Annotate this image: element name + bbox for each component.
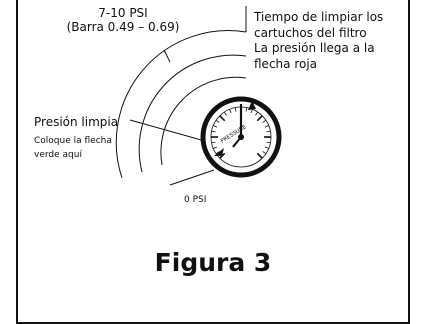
gauge-tick xyxy=(250,109,253,114)
red-arrow xyxy=(248,101,256,110)
gauge-hub xyxy=(238,134,244,140)
gauge-tick xyxy=(262,151,267,155)
gauge-tick xyxy=(264,146,269,149)
gauge-dial: PRESSURE xyxy=(200,96,282,178)
range-label-bar: (Barra 0.49 – 0.69) xyxy=(66,20,180,35)
range-arc-outer xyxy=(115,30,247,179)
range-label: 7-10 PSI (Barra 0.49 – 0.69) xyxy=(48,6,198,35)
figure-frame xyxy=(16,0,410,324)
gauge-tick xyxy=(219,115,226,122)
clean-filter-note-line4: flecha roja xyxy=(254,56,318,71)
clean-pressure-instruction-line2: verde aquí xyxy=(34,150,82,161)
leader-clean-pressure xyxy=(129,119,213,144)
leader-range xyxy=(163,49,171,63)
gauge-tick xyxy=(215,151,220,155)
clean-pressure-instruction-line1: Coloque la flecha xyxy=(34,136,112,146)
gauge-tick xyxy=(266,130,271,133)
gauge-tick xyxy=(223,111,227,116)
clean-filter-note-line1: Tiempo de limpiar los xyxy=(254,10,384,24)
gauge-tick xyxy=(245,107,248,112)
range-arc-middle xyxy=(138,54,247,173)
gauge-tick xyxy=(256,152,263,159)
gauge-tick xyxy=(211,130,216,133)
range-label-psi: 7-10 PSI xyxy=(98,6,148,20)
clean-filter-note-line2: cartuchos del filtro xyxy=(254,25,367,40)
leader-zero xyxy=(169,169,215,186)
figure-caption: Figura 3 xyxy=(154,248,272,277)
gauge-tick xyxy=(229,109,232,114)
gauge-tick xyxy=(256,115,263,122)
green-arrow xyxy=(214,148,224,156)
clean-filter-note-line3: La presión llega a la xyxy=(254,41,375,56)
clean-pressure-label: Presión limpia xyxy=(34,115,119,129)
gauge-tick xyxy=(266,141,271,144)
gauge-tick xyxy=(213,125,218,128)
gauge-tick xyxy=(255,111,259,116)
clean-pressure-instruction: Coloque la flecha verde aquí xyxy=(34,134,112,163)
gauge-tick xyxy=(219,152,226,159)
range-arc-inner xyxy=(160,76,247,166)
gauge-tick xyxy=(211,141,216,144)
gauge-tick xyxy=(264,125,269,128)
gauge-tick xyxy=(234,107,237,112)
gauge-tick xyxy=(262,119,267,123)
zero-psi-label: 0 PSI xyxy=(184,195,207,205)
gauge-tick xyxy=(213,146,218,149)
clean-filter-note: Tiempo de limpiar los cartuchos del filt… xyxy=(254,10,383,72)
gauge-tick xyxy=(215,119,220,123)
